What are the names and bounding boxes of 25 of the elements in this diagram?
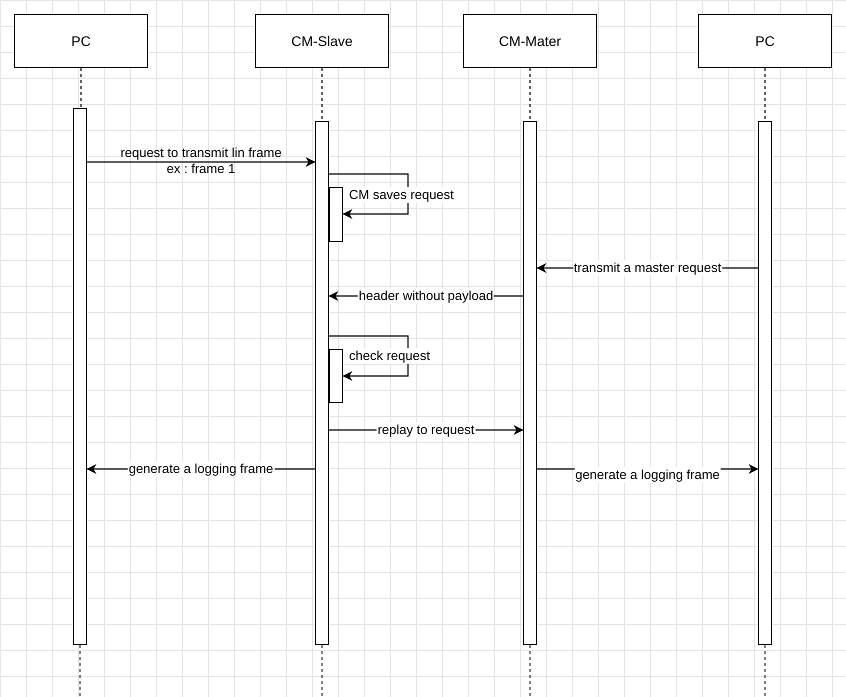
lifeline	[80, 68, 82, 108]
message-label: transmit a master request	[572, 260, 722, 276]
participant-box: PC	[698, 14, 832, 68]
message-label: generate a logging frame	[128, 461, 274, 477]
activation-bar	[523, 121, 537, 645]
message-label: request to transmit lin frame ex : frame 1	[119, 145, 283, 177]
self-message-arrow	[329, 335, 409, 381]
activation-bar	[315, 121, 329, 645]
activation-bar	[73, 108, 87, 645]
message-label: generate a logging frame	[574, 467, 721, 483]
activation-bar	[329, 187, 343, 242]
message-label: CM saves request	[348, 187, 455, 203]
participant-box: PC	[14, 14, 148, 68]
activation-bar	[329, 349, 343, 403]
self-message-arrow	[329, 173, 409, 219]
participant-box: CM-Slave	[255, 14, 389, 68]
message-label: replay to request	[376, 422, 476, 438]
message-label: header without payload	[358, 288, 494, 304]
lifeline	[764, 68, 766, 121]
activation-bar	[758, 121, 772, 645]
participant-box: CM-Mater	[463, 14, 597, 68]
message-label: check request	[348, 348, 431, 364]
lifeline	[529, 68, 531, 121]
message-arrow	[87, 157, 316, 167]
lifeline	[321, 68, 323, 121]
